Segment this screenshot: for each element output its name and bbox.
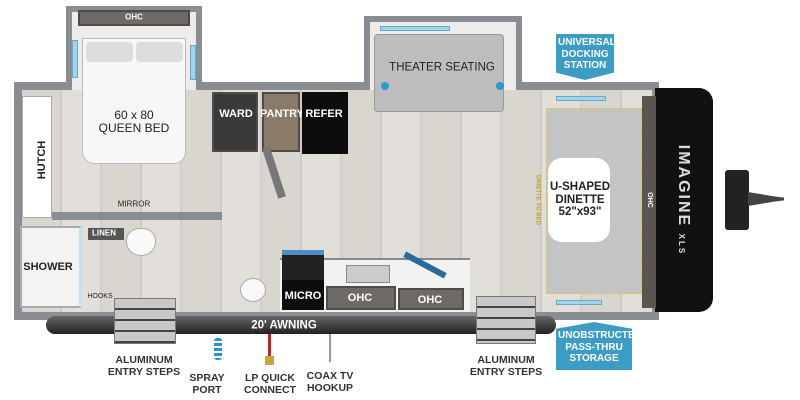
refrigerator[interactable] <box>302 92 348 154</box>
bath-wall <box>52 212 222 220</box>
linen-cabinet <box>88 228 124 240</box>
ward-label: WARD <box>219 107 253 120</box>
theater-seating-label: THEATER SEATING <box>389 61 495 74</box>
bedroom-ohc-label: OHC <box>125 12 143 22</box>
front-cap <box>655 88 713 312</box>
hutch-label: HUTCH <box>35 140 48 180</box>
mirror-label: MIRROR <box>117 199 151 209</box>
front-ohc-label: OHC <box>645 192 653 208</box>
toilet[interactable] <box>126 228 156 256</box>
entry-steps <box>114 298 176 344</box>
dinette-table[interactable] <box>548 158 610 242</box>
pantry[interactable] <box>262 92 300 152</box>
stove[interactable] <box>282 250 324 280</box>
bedroom-overhead-cabinet <box>78 10 190 26</box>
micro-label: MICRO <box>284 289 322 302</box>
window <box>556 96 606 101</box>
front-overhead-cabinet <box>642 96 656 308</box>
window <box>556 300 602 305</box>
window <box>190 45 196 80</box>
logo: IMAGINE XLS <box>675 144 692 256</box>
linen-label: LINEN <box>92 228 116 238</box>
hutch[interactable] <box>22 96 52 218</box>
lp-fitting-icon <box>265 356 274 365</box>
cupholder-icon <box>496 82 504 90</box>
lavatory-sink[interactable] <box>240 278 266 302</box>
pillow <box>136 42 183 62</box>
ohc-label-2: OHC <box>417 293 443 306</box>
theater-seating[interactable] <box>374 34 504 112</box>
hitch-coupler <box>748 192 784 206</box>
hitch-jack <box>725 170 749 230</box>
shower[interactable] <box>20 226 82 308</box>
awning-label: 20' AWNING <box>251 319 317 332</box>
microwave[interactable] <box>282 280 324 310</box>
hooks-label: HOOKS <box>87 293 113 301</box>
entry-steps <box>476 296 536 344</box>
wardrobe[interactable] <box>212 92 258 152</box>
kitchen-overhead-cabinet <box>326 286 396 310</box>
pantry-label: PANTRY <box>260 107 304 120</box>
ohc-label-1: OHC <box>347 291 373 304</box>
shower-label: SHOWER <box>23 260 73 273</box>
spray-hose-icon <box>214 338 222 360</box>
window <box>72 40 78 78</box>
coax-line <box>329 334 331 362</box>
dinette-to-bed-label: DINETTE TO BED <box>534 175 541 225</box>
window <box>380 26 450 31</box>
cupholder-icon <box>381 82 389 90</box>
refer-label: REFER <box>305 107 343 120</box>
kitchen-sink[interactable] <box>346 265 390 283</box>
lp-line <box>268 334 271 360</box>
kitchen-overhead-cabinet <box>398 288 464 310</box>
pillow <box>86 42 133 62</box>
